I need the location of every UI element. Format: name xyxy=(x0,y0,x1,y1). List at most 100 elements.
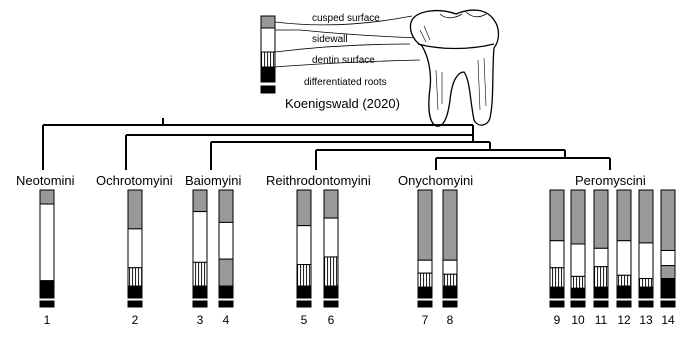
taxon-number-9: 9 xyxy=(554,313,561,327)
tribe-onychomyini: Onychomyini xyxy=(398,173,473,188)
tribe-labels: Neotomini Ochrotomyini Baiomyini Reithro… xyxy=(16,173,646,188)
bar-11-roots-lower xyxy=(594,301,608,307)
bar-11-roots xyxy=(594,287,608,298)
bar-1-sidewall xyxy=(40,204,54,281)
bar-10-dentin xyxy=(571,276,585,288)
tree-node-2 xyxy=(126,125,473,170)
tribe-reithrodontomyini: Reithrodontomyini xyxy=(266,173,371,188)
tree-node-4 xyxy=(316,142,565,170)
bar-3-dentin xyxy=(193,262,207,286)
legend-dentin-swatch xyxy=(261,52,275,67)
bar-7-dentin xyxy=(418,273,432,287)
bar-3-sidewall xyxy=(193,212,207,263)
taxon-number-2: 2 xyxy=(132,313,139,327)
bar-11-sidewall xyxy=(594,248,608,266)
taxon-number-1: 1 xyxy=(44,313,51,327)
bar-13-sidewall xyxy=(639,243,653,279)
tree-node-3 xyxy=(211,135,490,170)
bar-9-roots-lower xyxy=(550,301,564,307)
taxon-number-7: 7 xyxy=(422,313,429,327)
tribe-ochrotomyini: Ochrotomyini xyxy=(96,173,173,188)
bar-4-cusped xyxy=(219,190,233,222)
taxon-number-13: 13 xyxy=(639,313,653,327)
bar-9-roots xyxy=(550,287,564,298)
leader-sidewall xyxy=(275,30,422,38)
bar-8-sidewall xyxy=(443,260,457,274)
bar-14-cusped xyxy=(661,190,675,250)
bar-2-roots xyxy=(128,286,142,298)
bar-10-roots xyxy=(571,288,585,298)
bar-11-cusped xyxy=(594,190,608,248)
legend-sidewall-label: sidewall xyxy=(312,34,348,45)
bar-6-sidewall xyxy=(324,218,338,257)
tree-node-5 xyxy=(436,150,610,170)
tooth-illustration xyxy=(410,10,498,126)
tribe-baiomyini: Baiomyini xyxy=(185,173,241,188)
legend-roots-swatch xyxy=(261,67,275,82)
bar-7-roots xyxy=(418,287,432,298)
bar-3-cusped xyxy=(193,190,207,212)
bar-12-sidewall xyxy=(617,241,631,276)
bar-14-sidewall xyxy=(661,250,675,265)
bar-6-cusped xyxy=(324,190,338,218)
legend-sidewall-swatch xyxy=(261,28,275,52)
bar-4-roots-lower xyxy=(219,301,233,307)
bar-7-roots-lower xyxy=(418,301,432,307)
bar-1-roots xyxy=(40,281,54,298)
bar-10-cusped xyxy=(571,190,585,244)
bar-2-sidewall xyxy=(128,229,142,268)
bar-9-dentin xyxy=(550,268,564,287)
bar-5-roots xyxy=(297,286,311,298)
bar-14-roots-lower xyxy=(661,301,675,307)
taxon-number-12: 12 xyxy=(617,313,631,327)
legend-cusped-swatch xyxy=(261,16,275,28)
bar-8-dentin xyxy=(443,274,457,286)
bar-4-sidewall xyxy=(219,222,233,259)
bar-2-cusped xyxy=(128,190,142,229)
bar-9-cusped xyxy=(550,190,564,241)
bar-13-roots-lower xyxy=(639,301,653,307)
bar-5-sidewall xyxy=(297,226,311,265)
phylogenetic-tree xyxy=(43,118,610,170)
citation: Koenigswald (2020) xyxy=(285,96,400,111)
bar-10-sidewall xyxy=(571,244,585,276)
bar-12-roots-lower xyxy=(617,301,631,307)
bar-8-cusped xyxy=(443,190,457,260)
taxon-number-14: 14 xyxy=(661,313,675,327)
taxon-number-10: 10 xyxy=(571,313,585,327)
leader-dentin xyxy=(275,44,410,52)
bar-4-roots xyxy=(219,286,233,298)
taxon-number-5: 5 xyxy=(301,313,308,327)
bar-8-roots-lower xyxy=(443,301,457,307)
bar-12-cusped xyxy=(617,190,631,241)
bar-13-roots xyxy=(639,287,653,298)
taxon-number-3: 3 xyxy=(197,313,204,327)
bar-7-sidewall xyxy=(418,260,432,273)
bar-6-roots xyxy=(324,286,338,298)
bar-14-dentin xyxy=(661,266,675,279)
legend-dentin-label: dentin surface xyxy=(312,55,375,66)
bar-1-cusped xyxy=(40,190,54,204)
bar-3-roots xyxy=(193,286,207,298)
legend-cusped-label: cusped surface xyxy=(312,13,380,24)
bar-10-roots-lower xyxy=(571,301,585,307)
bar-7-cusped xyxy=(418,190,432,260)
bar-4-dentin xyxy=(219,259,233,286)
taxon-number-6: 6 xyxy=(328,313,335,327)
bar-11-dentin xyxy=(594,267,608,288)
bar-8-roots xyxy=(443,286,457,298)
bar-2-dentin xyxy=(128,268,142,286)
bar-14-roots xyxy=(661,279,675,298)
legend: cusped surface sidewall dentin surface d… xyxy=(261,13,422,111)
bar-12-roots xyxy=(617,286,631,298)
bar-5-dentin xyxy=(297,265,311,287)
bar-13-dentin xyxy=(639,279,653,288)
bar-6-dentin xyxy=(324,257,338,286)
tribe-neotomini: Neotomini xyxy=(16,173,75,188)
bar-5-roots-lower xyxy=(297,301,311,307)
tree-node-1 xyxy=(43,125,473,170)
bar-5-cusped xyxy=(297,190,311,226)
